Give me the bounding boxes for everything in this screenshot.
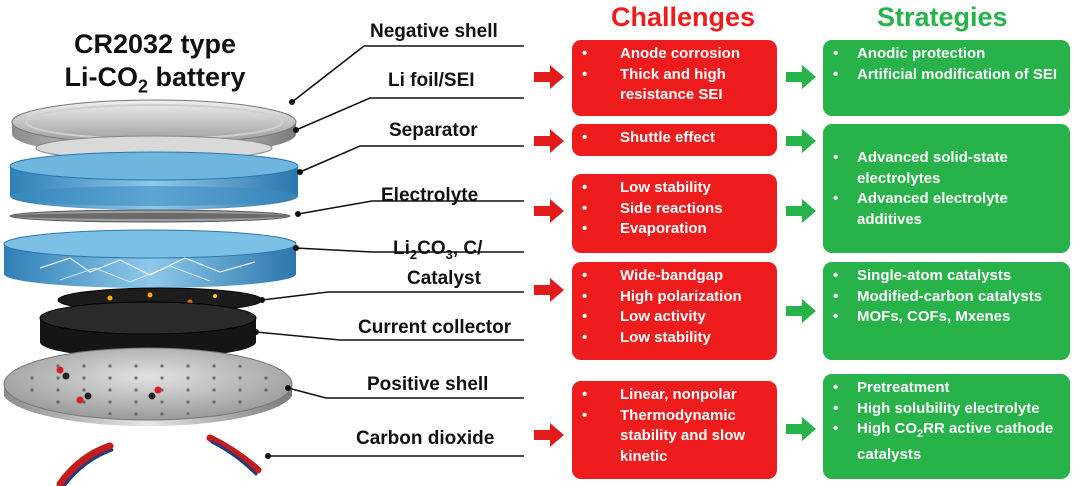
arrow-red-5 (534, 423, 564, 447)
positive-shell-part (3, 347, 293, 427)
challenge-item: Shuttle effect (582, 128, 771, 149)
title-text-pre: Li-CO (64, 62, 138, 92)
arrow-red-1 (534, 65, 564, 89)
challenge-arrows (534, 65, 564, 447)
challenges-header: Challenges (611, 2, 756, 32)
arrow-red-2 (534, 129, 564, 153)
arrow-green-1 (786, 65, 816, 89)
arrow-red-4 (534, 278, 564, 302)
strategy-item: Advanced electrolyte additives (833, 189, 1064, 230)
strategy-item: Single-atom catalysts (833, 266, 1064, 287)
challenge-item: Low activity (582, 307, 771, 328)
challenge-item: Evaporation (582, 219, 771, 240)
co2-flow-part (56, 434, 262, 486)
strategy-item: Anodic protection (833, 44, 1064, 65)
strategy-item: Pretreatment (833, 378, 1064, 399)
challenge-item: Linear, nonpolar (582, 385, 771, 406)
title-line2: Li-CO2 battery (40, 61, 270, 103)
challenge-item: Low stability (582, 328, 771, 349)
title-text-post: battery (147, 62, 246, 92)
challenge-box-co2: Linear, nonpolar Thermodynamic stability… (572, 381, 777, 479)
strategy-item: High CO2RR active cathode catalysts (833, 419, 1064, 465)
current-collector-part (39, 301, 257, 358)
arrow-green-4 (786, 299, 816, 323)
strategy-item: Artificial modification of SEI (833, 65, 1064, 86)
challenge-item: Thick and high resistance SEI (582, 65, 771, 106)
arrow-green-2 (786, 129, 816, 153)
strategy-arrows (786, 65, 816, 441)
leader-dots (253, 99, 303, 459)
label-positive-shell: Positive shell (367, 374, 489, 395)
strategy-item: Advanced solid-state electrolytes (833, 148, 1064, 189)
leader-lines (255, 45, 524, 457)
label-cathode-line1: Li2CO3, C/ (393, 238, 483, 262)
label-current-collector: Current collector (358, 317, 512, 338)
challenge-item: Side reactions (582, 199, 771, 220)
challenge-item: Wide-bandgap (582, 266, 771, 287)
strategy-item: MOFs, COFs, Mxenes (833, 307, 1064, 328)
strategy-item: Modified-carbon catalysts (833, 287, 1064, 308)
strategy-box-electrolyte: Advanced solid-state electrolytes Advanc… (823, 124, 1070, 253)
challenge-box-anode: Anode corrosion Thick and high resistanc… (572, 40, 777, 116)
strategy-box-co2: Pretreatment High solubility electrolyte… (823, 374, 1070, 479)
strategies-header: Strategies (877, 2, 1008, 32)
label-negative-shell: Negative shell (370, 21, 498, 42)
challenge-item: Thermodynamic stability and slow kinetic (582, 406, 771, 468)
challenge-item: Anode corrosion (582, 44, 771, 65)
arrow-green-3 (786, 199, 816, 223)
strategy-box-catalyst: Single-atom catalysts Modified-carbon ca… (823, 262, 1070, 360)
label-li-foil: Li foil/SEI (388, 70, 475, 91)
mesh-layer-part (9, 209, 291, 223)
strategy-item: High solubility electrolyte (833, 399, 1064, 420)
title-line1: CR2032 type (73, 29, 237, 59)
challenge-item: Low stability (582, 178, 771, 199)
challenge-box-catalyst: Wide-bandgap High polarization Low activ… (572, 262, 777, 360)
arrow-green-5 (786, 417, 816, 441)
label-carbon-dioxide: Carbon dioxide (356, 428, 495, 449)
label-cathode-line2: Catalyst (407, 267, 481, 289)
label-separator: Separator (389, 120, 478, 141)
challenge-item: High polarization (582, 287, 771, 308)
challenge-box-separator: Shuttle effect (572, 124, 777, 156)
challenge-box-electrolyte: Low stability Side reactions Evaporation (572, 174, 777, 253)
strategy-box-anode: Anodic protection Artificial modificatio… (823, 40, 1070, 116)
battery-title: CR2032 type Li-CO2 battery (40, 28, 270, 103)
electrolyte-part (3, 229, 297, 288)
label-cathode: Li2CO3, C/ Catalyst (393, 237, 482, 291)
separator-part (9, 151, 299, 210)
title-subscript: 2 (137, 76, 148, 97)
label-electrolyte: Electrolyte (381, 185, 479, 206)
arrow-red-3 (534, 199, 564, 223)
